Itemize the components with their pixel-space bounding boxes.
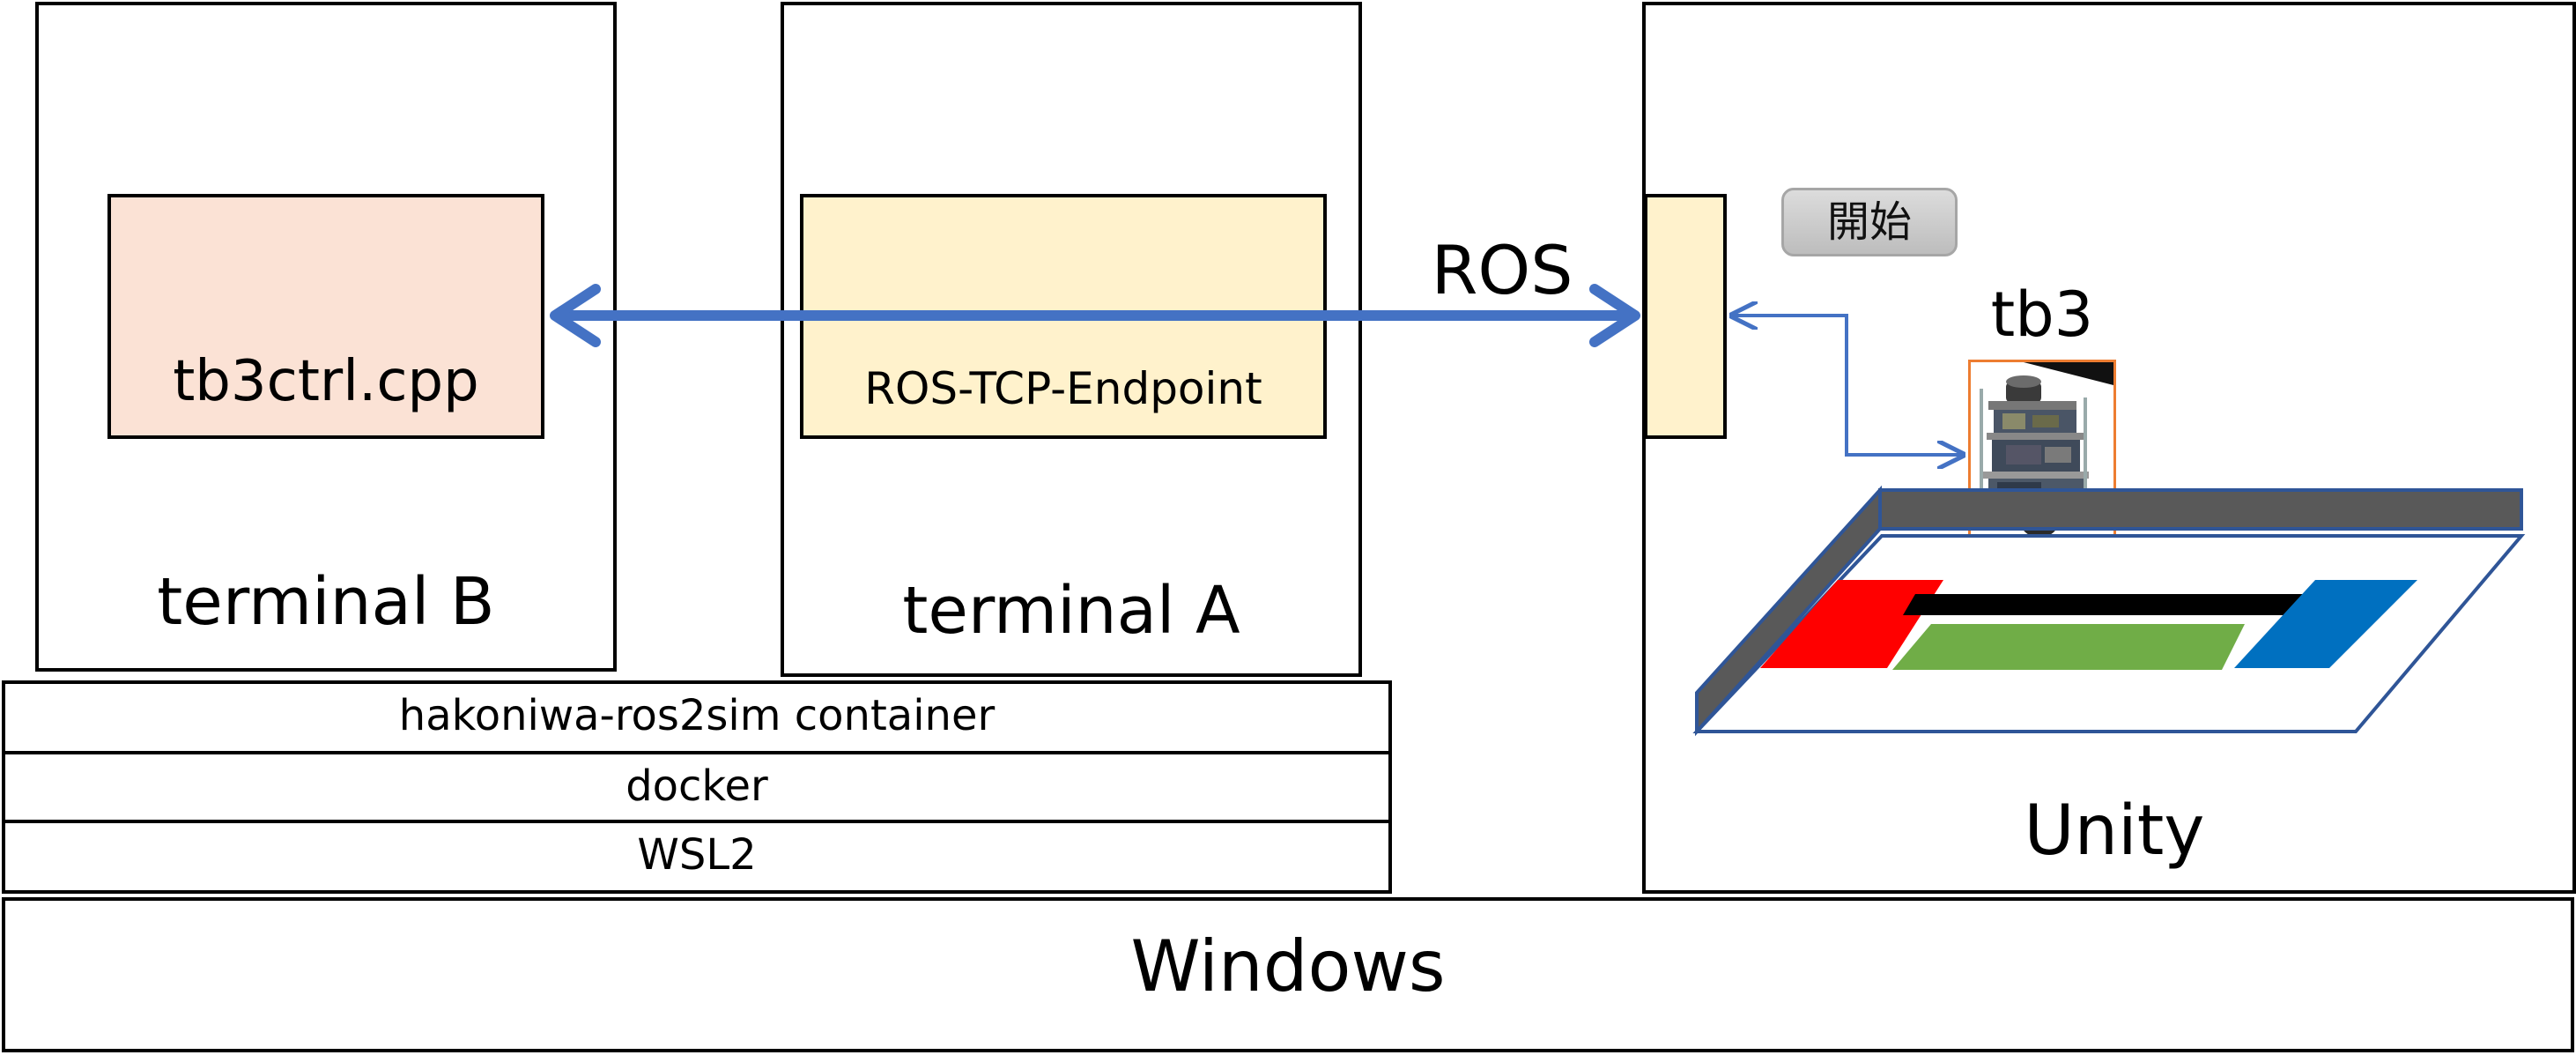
layer-wsl2-label: WSL2 [637, 830, 757, 880]
start-button[interactable]: 開始 [1781, 188, 1958, 256]
terminal-b-label: terminal B [157, 564, 495, 640]
layer-windows-label: Windows [1130, 925, 1446, 1007]
layer-container-label: hakoniwa-ros2sim container [398, 691, 996, 740]
terminal-a-label: terminal A [902, 573, 1240, 649]
layer-windows [2, 897, 2574, 1052]
layer-docker [2, 751, 1392, 823]
turtlebot3-robot-icon [1968, 360, 2116, 548]
layer-docker-label: docker [625, 762, 768, 811]
tb3ctrl-box [107, 194, 544, 439]
ros-label: ROS [1431, 231, 1573, 309]
unity-label: Unity [2024, 791, 2205, 871]
ros-tcp-endpoint-label: ROS-TCP-Endpoint [864, 363, 1262, 414]
layer-wsl2 [2, 820, 1392, 894]
unity-ros-connector-box [1644, 194, 1727, 439]
tb3ctrl-label: tb3ctrl.cpp [173, 349, 479, 414]
ros-arrow-right-head [1589, 284, 1640, 347]
tb3-label: tb3 [1990, 279, 2094, 351]
